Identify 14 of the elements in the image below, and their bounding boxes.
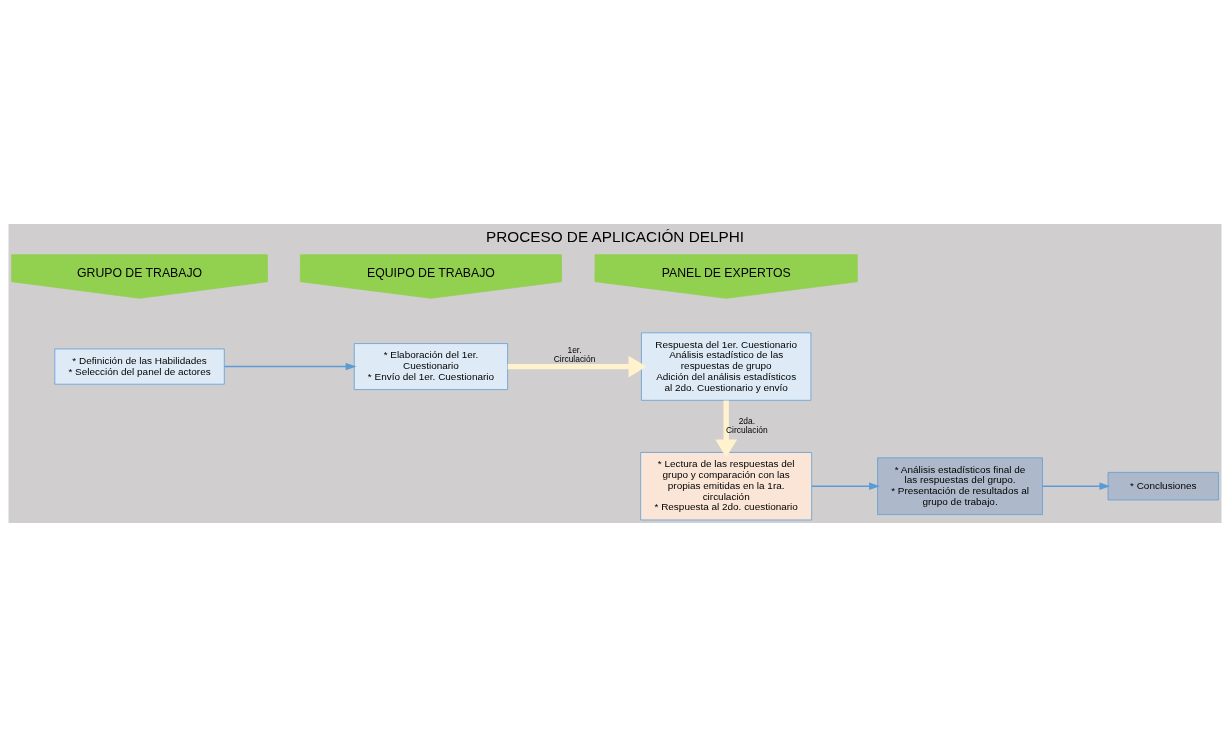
node-box: * Elaboración del 1er. Cuestionario * Envío del 1er. Cuestionario xyxy=(353,343,508,390)
node-box: Respuesta del 1er. Cuestionario Análisis estadístico de las respuestas de grupo Adición del análisis estadísticos al 2do. Cuestionario y envío xyxy=(641,332,812,401)
arrow xyxy=(507,355,647,378)
node-box: * Análisis estadísticos final de las respuestas del grupo. * Presentación de resultados al grupo de trabajo. xyxy=(877,457,1043,515)
edge-label: 1er. Circulación xyxy=(553,344,596,364)
arrow xyxy=(223,362,357,371)
edge-label: 2da. Circulación xyxy=(726,415,768,436)
node-box: * Conclusiones xyxy=(1107,472,1219,501)
node-box: * Definición de las Habilidades * Selección del panel de actores xyxy=(54,348,225,385)
node-box: * Lectura de las respuestas del grupo y comparación con las propias emitidas en la 1ra. circulación * Respuesta al 2do. cuestionario xyxy=(640,452,813,521)
arrow xyxy=(1041,482,1111,490)
arrow xyxy=(811,482,880,490)
arrow xyxy=(715,400,738,458)
diagram-title: PROCESO DE APLICACIÓN DELPHI xyxy=(485,228,745,246)
